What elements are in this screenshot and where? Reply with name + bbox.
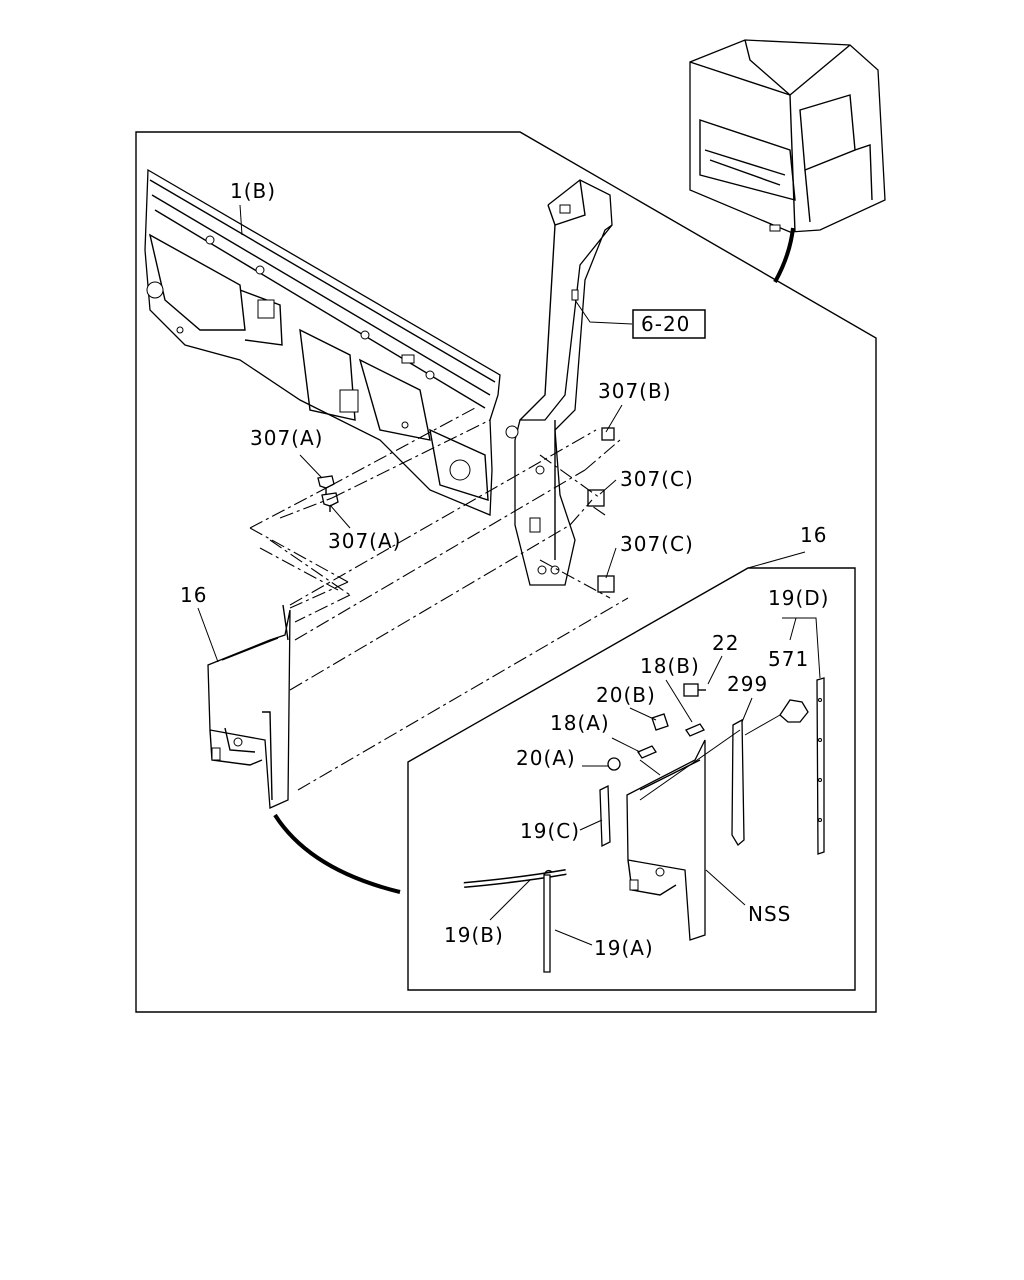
callout-18a: 18(A) (550, 711, 610, 735)
callout-20b: 20(B) (596, 683, 656, 707)
callout-19a: 19(A) (594, 936, 654, 960)
callout-19c: 19(C) (520, 819, 580, 843)
callout-1b: 1(B) (230, 179, 276, 203)
assembly-projection-lines (249, 407, 629, 791)
detail-parts (463, 677, 825, 973)
callout-6-20: 6-20 (641, 312, 690, 336)
callout-16-right: 16 (800, 523, 827, 547)
reference-box-6-20 (632, 309, 706, 339)
callout-19d: 19(D) (768, 586, 829, 610)
callout-19b: 19(B) (444, 923, 504, 947)
callout-307a-top: 307(A) (250, 426, 323, 450)
callout-307b: 307(B) (598, 379, 672, 403)
callout-307c-upper: 307(C) (620, 467, 694, 491)
leader-lines (197, 204, 821, 946)
truck-cab-illustration (689, 39, 886, 283)
callout-nss: NSS (748, 902, 791, 926)
callout-18b: 18(B) (640, 654, 700, 678)
callout-16-left: 16 (180, 583, 207, 607)
callout-20a: 20(A) (516, 746, 576, 770)
callout-571: 571 (768, 647, 809, 671)
callout-299: 299 (727, 672, 768, 696)
pillar-trim-assembly-left (207, 604, 401, 894)
callout-307c-lower: 307(C) (620, 532, 694, 556)
outer-frame (135, 131, 877, 1013)
front-pillar-part (505, 179, 613, 586)
cowl-panel-part (144, 168, 501, 516)
callout-labels: 1(B) 6-20 307(B) 307(A) 307(C) 307(A) 16… (180, 179, 829, 960)
callout-307a-bottom: 307(A) (328, 529, 401, 553)
callout-22: 22 (712, 631, 739, 655)
detail-box-frame (407, 567, 856, 991)
clip-307-parts (317, 427, 615, 593)
